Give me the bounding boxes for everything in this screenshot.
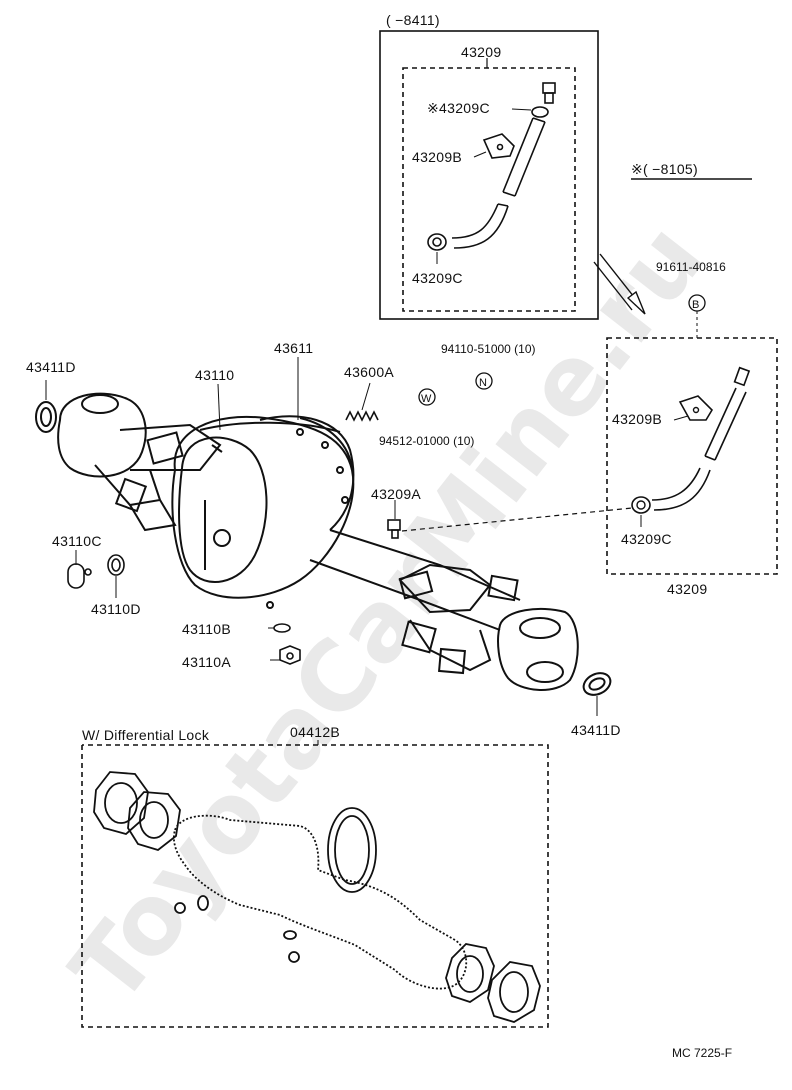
watermark: ToyotaCarMine.ru [50,203,726,1024]
oil-seal-right-icon [582,672,612,696]
breather-part-label: 43209 [461,44,501,60]
late-part-label: 43209 [667,581,707,597]
gasket-b-label: 43110B [182,621,231,637]
washer-symbol-icon: W [418,388,436,406]
nut-part-label: 94110-51000 (10) [441,342,536,356]
breather-box-early [379,30,599,320]
clip-c-label: 43209C [412,270,463,286]
housing-label: 43110 [195,367,234,383]
axle-housing-icon [57,392,579,691]
seal-right-label: 43411D [571,722,621,738]
svg-text:B: B [692,299,699,311]
figure-code: MC 7225-F [672,1046,732,1060]
breather-range-label: ( −8411) [386,12,440,28]
breather-bracket-icon [482,133,515,159]
gasket-set-icon [93,771,541,1023]
breather-plug-icon [387,519,401,539]
washer-part-label: 94512-01000 (10) [379,434,474,448]
arrow-icon [593,253,646,315]
spring-label: 43600A [344,364,394,380]
breather-box-late [606,337,778,575]
svg-text:W: W [421,393,432,405]
nut-symbol-icon: N [475,372,493,390]
cover-label: 43611 [274,340,313,356]
seal-left-label: 43411D [26,359,76,375]
spring-icon [345,410,379,422]
gasket-b-icon [273,623,291,633]
breather-tube-icon [451,117,546,249]
gasket-d-label: 43110D [91,601,141,617]
plug-c-label: 43110C [52,533,102,549]
plug-a-label: 43110A [182,654,231,670]
oil-seal-left-icon [35,401,57,433]
gasket-d-icon [107,554,125,576]
diff-lock-title: W/ Differential Lock [82,727,210,743]
breather-plug-label: 43209A [371,486,421,502]
diff-lock-part-label: 04412B [290,724,340,740]
drain-plug-icon [67,563,92,589]
late-clip-c-label: 43209C [621,531,672,547]
bracket-b-label: 43209B [412,149,462,165]
late-bracket-b-label: 43209B [612,411,662,427]
bolt-part-label: 91611-40816 [656,260,726,274]
clip-c-marked-label: ※43209C [427,100,490,116]
diff-lock-box [81,740,549,1028]
svg-text:N: N [479,377,487,389]
breather-bolt-icon [531,82,556,118]
hose-clip-icon [427,233,447,251]
late-range-label: ※( −8105) [631,161,698,177]
